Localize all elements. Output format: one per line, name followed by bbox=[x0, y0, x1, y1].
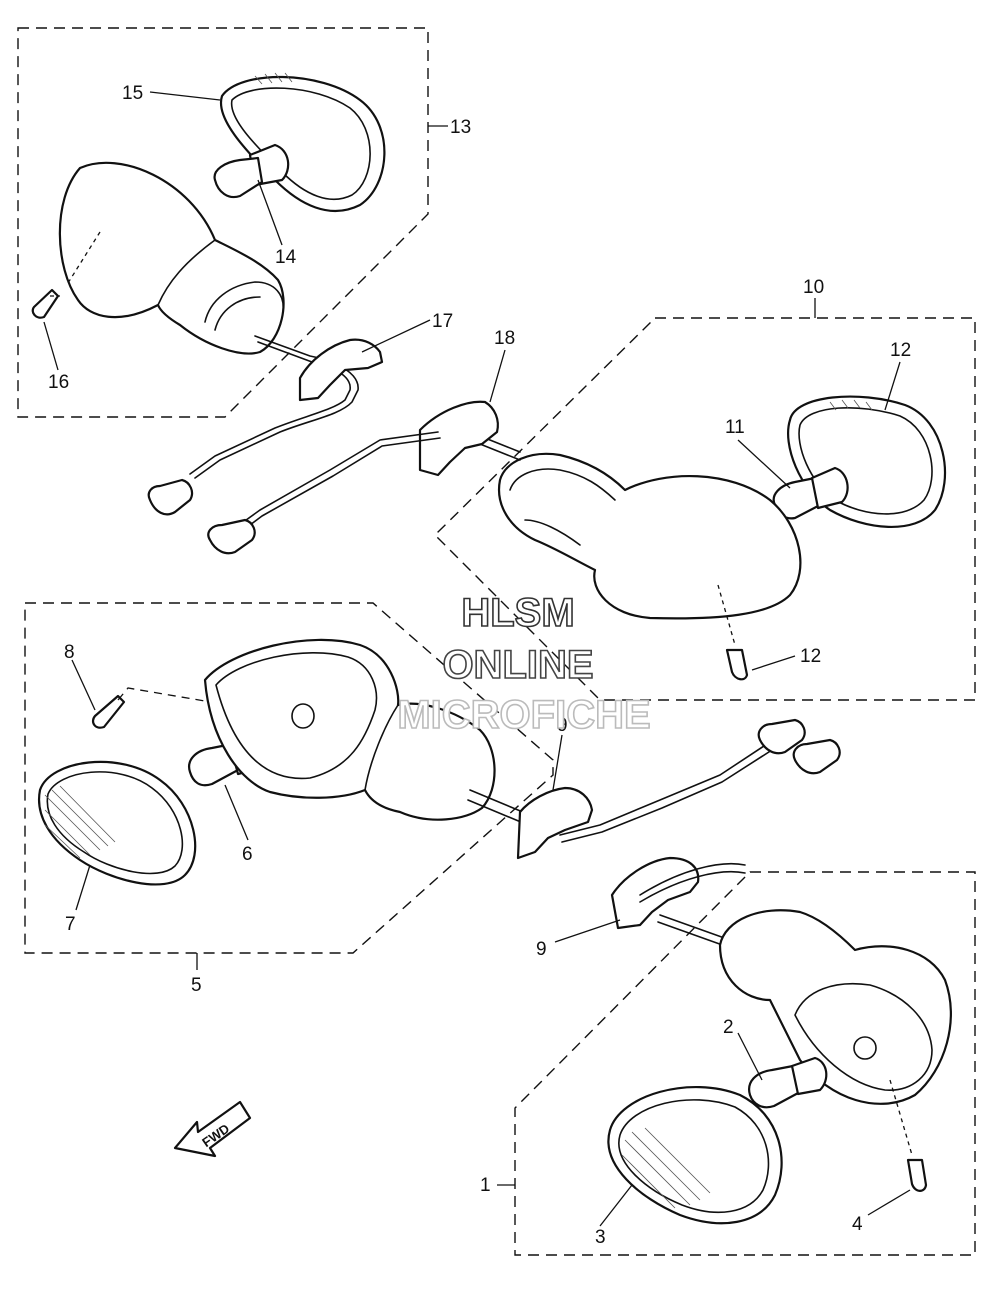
watermark-line-3: MICROFICHE bbox=[397, 693, 650, 737]
callout-14: 13 bbox=[450, 117, 471, 138]
callout-16: 15 bbox=[122, 83, 143, 104]
callout-8: 8 bbox=[64, 642, 75, 663]
callout-4: 4 bbox=[852, 1214, 863, 1235]
assembly-14-front-left-signal bbox=[17, 27, 448, 516]
callout-18a: 17 bbox=[432, 311, 453, 332]
leader-lines bbox=[43, 91, 911, 1227]
fwd-arrow-icon: FWD bbox=[173, 1100, 252, 1158]
callout-18b: 18 bbox=[494, 328, 515, 349]
watermark: HLSM ONLINE MICROFICHE bbox=[397, 590, 652, 738]
callout-10: 10 bbox=[803, 277, 824, 298]
callout-11: 11 bbox=[725, 417, 745, 438]
callout-15: 14 bbox=[275, 247, 297, 268]
assembly-5-rear-left-signal bbox=[24, 602, 841, 970]
assembly-10-front-right-signal bbox=[207, 298, 976, 701]
callout-2: 2 bbox=[723, 1017, 734, 1038]
callout-12: 12 bbox=[890, 340, 911, 361]
callout-5: 5 bbox=[191, 975, 202, 996]
callout-3: 3 bbox=[595, 1227, 606, 1248]
callout-7: 7 bbox=[65, 914, 76, 935]
callout-1: 1 bbox=[480, 1175, 491, 1196]
assembly-1-rear-right-signal bbox=[497, 856, 976, 1256]
callout-9b: 9 bbox=[536, 939, 547, 960]
callout-13: 12 bbox=[800, 646, 821, 667]
callout-labels: 15 13 14 16 17 18 10 12 11 12 8 9 6 7 5 … bbox=[48, 83, 911, 1248]
watermark-line-1: HLSM bbox=[461, 591, 574, 635]
watermark-line-2: ONLINE bbox=[442, 643, 593, 687]
callout-9a: 9 bbox=[557, 715, 568, 736]
callout-6: 6 bbox=[242, 844, 253, 865]
callout-17: 16 bbox=[48, 372, 69, 393]
